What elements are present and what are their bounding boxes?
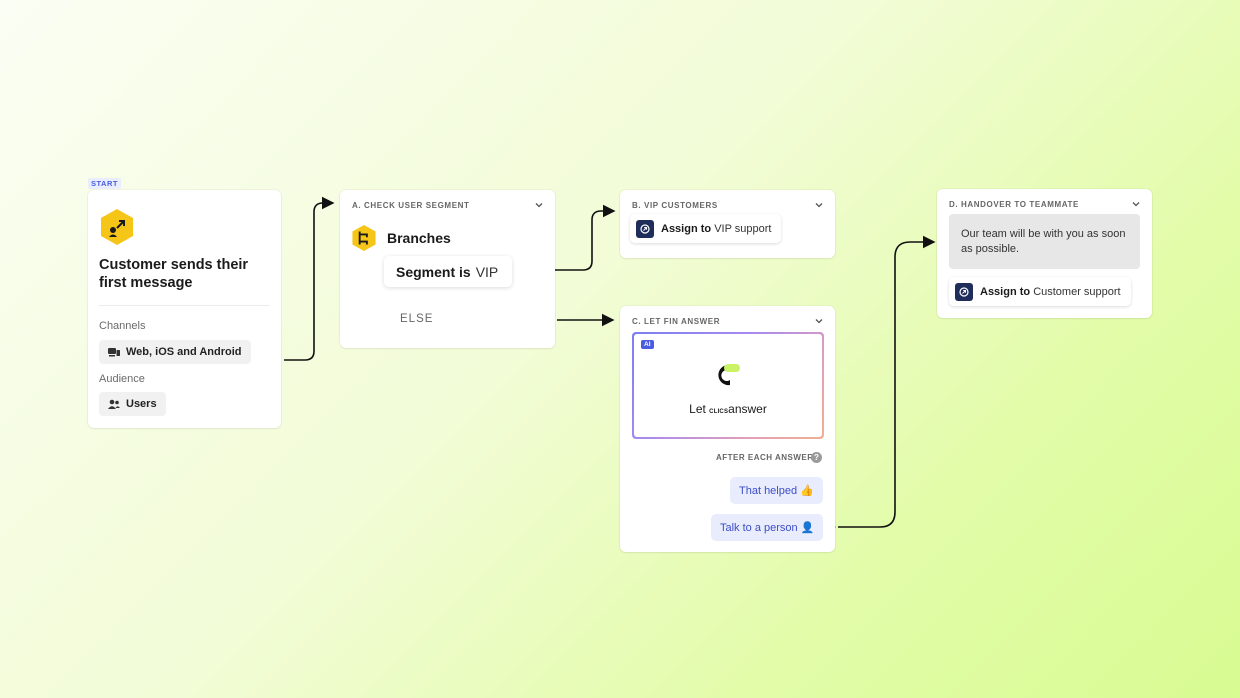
hexagon-arrow-icon [101,209,133,245]
branch-card-header: A. CHECK USER SEGMENT [352,200,470,210]
assign-target: VIP support [714,222,772,235]
branches-title: Branches [387,230,451,246]
assign-target: Customer support [1033,285,1121,298]
assign-arrow-icon [636,219,654,238]
hexagon-branch-icon [352,225,376,251]
channels-chip[interactable]: Web, iOS and Android [99,340,251,364]
audience-value: Users [126,398,157,410]
connector-person [838,235,936,528]
ai-badge: AI [641,340,654,349]
users-icon [108,399,120,409]
handover-card-header: D. HANDOVER TO TEAMMATE [949,199,1079,209]
start-trigger-card[interactable]: Customer sends their first message Chann… [88,190,281,428]
audience-chip[interactable]: Users [99,392,166,416]
let-text: Let [689,402,706,416]
fin-ai-box[interactable]: AI Let CLICSanswer [632,332,824,439]
chevron-down-icon[interactable] [534,200,544,210]
channels-label: Channels [99,320,146,332]
chevron-down-icon[interactable] [814,200,824,210]
assign-prefix: Assign to [661,222,712,235]
chevron-down-icon[interactable] [1131,199,1141,209]
answer-text: answer [728,402,767,416]
handover-message: Our team will be with you as soon as pos… [949,214,1140,269]
connector-vip [555,204,616,271]
brand-tiny: CLICS [709,409,729,415]
fin-card-header: C. LET FIN ANSWER [632,316,721,326]
audience-label: Audience [99,373,145,385]
assign-customer-support-pill[interactable]: Assign to Customer support [949,277,1131,306]
brand-logo-icon [718,364,740,386]
else-label: ELSE [400,313,434,325]
start-tag: START [88,178,121,189]
assign-prefix: Assign to [980,285,1031,298]
reply-that-helped-button[interactable]: That helped 👍 [730,477,823,504]
start-title: Customer sends their first message [99,257,249,291]
assign-vip-support-pill[interactable]: Assign to VIP support [630,214,782,243]
channels-value: Web, iOS and Android [126,346,242,358]
segment-value: VIP [475,263,499,280]
devices-icon [108,348,120,357]
after-each-answer-label: AFTER EACH ANSWER [716,453,814,462]
help-icon[interactable]: ? [811,452,822,463]
check-user-segment-card[interactable]: A. CHECK USER SEGMENT Branches [340,190,555,348]
segment-condition-pill[interactable]: Segment is VIP [384,256,512,287]
vip-card-header: B. VIP CUSTOMERS [632,200,718,210]
assign-arrow-icon [955,282,973,301]
fin-answer-text: Let CLICSanswer [634,402,822,416]
segment-prefix: Segment is [396,263,471,280]
reply-talk-to-person-button[interactable]: Talk to a person 👤 [711,514,824,541]
connector-start-to-branch [284,196,335,361]
divider [99,305,270,306]
chevron-down-icon[interactable] [814,316,824,326]
